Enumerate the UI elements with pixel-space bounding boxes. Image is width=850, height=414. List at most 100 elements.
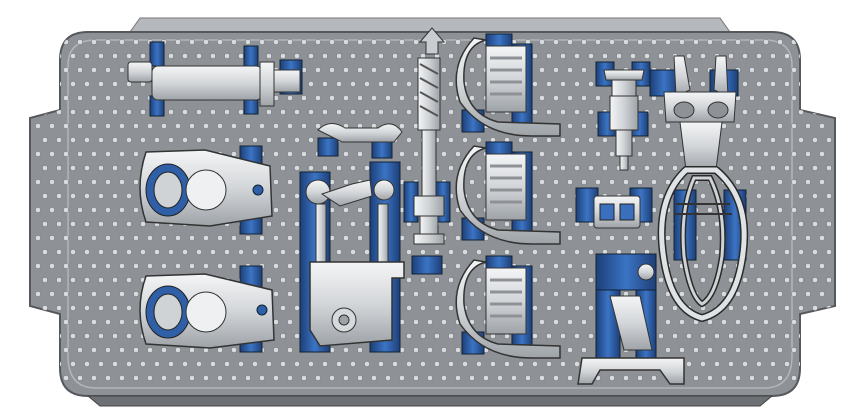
perforation-hole xyxy=(266,249,272,255)
perforation-hole xyxy=(252,361,258,367)
perforation-hole xyxy=(357,235,363,241)
perforation-hole xyxy=(133,375,139,381)
perforation-hole xyxy=(805,235,811,241)
perforation-hole xyxy=(105,291,111,297)
perforation-hole xyxy=(749,263,755,269)
perforation-hole xyxy=(49,235,55,241)
drill-bit-instrument xyxy=(403,27,451,275)
perforation-hole xyxy=(175,39,181,45)
perforation-hole xyxy=(532,277,538,283)
perforation-hole xyxy=(308,137,314,143)
perforation-hole xyxy=(35,347,41,353)
perforation-hole xyxy=(714,333,720,339)
perforation-hole xyxy=(294,249,300,255)
perforation-hole xyxy=(812,193,818,199)
perforation-hole xyxy=(826,277,832,283)
perforation-hole xyxy=(560,221,566,227)
perforation-hole xyxy=(742,53,748,59)
perforation-hole xyxy=(63,235,69,241)
perforation-hole xyxy=(112,165,118,171)
perforation-hole xyxy=(49,95,55,101)
perforation-hole xyxy=(707,375,713,381)
perforation-hole xyxy=(315,123,321,129)
perforation-hole xyxy=(700,221,706,227)
perforation-hole xyxy=(637,39,643,45)
perforation-hole xyxy=(273,235,279,241)
perforation-hole xyxy=(273,291,279,297)
perforation-hole xyxy=(448,81,454,87)
perforation-hole xyxy=(812,305,818,311)
perforation-hole xyxy=(770,277,776,283)
perforation-hole xyxy=(665,347,671,353)
perforation-hole xyxy=(154,249,160,255)
perforation-hole xyxy=(595,235,601,241)
perforation-hole xyxy=(777,263,783,269)
perforation-hole xyxy=(798,305,804,311)
perforation-hole xyxy=(350,221,356,227)
perforation-hole xyxy=(315,95,321,101)
perforation-hole xyxy=(455,375,461,381)
perforation-hole xyxy=(819,291,825,297)
perforation-hole xyxy=(658,137,664,143)
perforation-hole xyxy=(784,333,790,339)
perforation-hole xyxy=(406,53,412,59)
perforation-hole xyxy=(441,319,447,325)
perforation-hole xyxy=(560,193,566,199)
perforation-hole xyxy=(553,291,559,297)
perforation-hole xyxy=(231,263,237,269)
perforation-hole xyxy=(532,305,538,311)
perforation-hole xyxy=(217,235,223,241)
perforation-hole xyxy=(105,207,111,213)
perforation-hole xyxy=(343,151,349,157)
perforation-hole xyxy=(763,207,769,213)
perforation-hole xyxy=(784,109,790,115)
perforation-hole xyxy=(476,305,482,311)
perforation-hole xyxy=(595,95,601,101)
perforation-hole xyxy=(399,123,405,129)
perforation-hole xyxy=(441,347,447,353)
perforation-hole xyxy=(441,375,447,381)
perforation-hole xyxy=(140,109,146,115)
perforation-hole xyxy=(336,81,342,87)
perforation-hole xyxy=(455,151,461,157)
perforation-hole xyxy=(728,305,734,311)
perforation-hole xyxy=(168,109,174,115)
perforation-hole xyxy=(56,53,62,59)
perforation-hole xyxy=(441,291,447,297)
perforation-hole xyxy=(826,249,832,255)
perforation-hole xyxy=(35,179,41,185)
perforation-hole xyxy=(749,319,755,325)
perforation-hole xyxy=(700,249,706,255)
perforation-hole xyxy=(434,305,440,311)
perforation-hole xyxy=(665,179,671,185)
perforation-hole xyxy=(532,81,538,87)
perforation-hole xyxy=(819,123,825,129)
perforation-hole xyxy=(427,291,433,297)
perforation-hole xyxy=(714,249,720,255)
perforation-hole xyxy=(119,347,125,353)
perforation-hole xyxy=(49,179,55,185)
perforation-hole xyxy=(784,165,790,171)
perforation-hole xyxy=(770,193,776,199)
perforation-hole xyxy=(98,361,104,367)
perforation-hole xyxy=(49,291,55,297)
perforation-hole xyxy=(567,207,573,213)
perforation-hole xyxy=(581,123,587,129)
perforation-hole xyxy=(49,207,55,213)
perforation-hole xyxy=(742,137,748,143)
perforation-hole xyxy=(77,179,83,185)
clamp-block-lower xyxy=(139,265,275,353)
perforation-hole xyxy=(112,305,118,311)
perforation-hole xyxy=(588,249,594,255)
perforation-hole xyxy=(343,39,349,45)
perforation-hole xyxy=(749,39,755,45)
curved-blade xyxy=(455,255,561,359)
perforation-hole xyxy=(287,207,293,213)
perforation-hole xyxy=(539,67,545,73)
perforation-hole xyxy=(777,235,783,241)
perforation-hole xyxy=(742,361,748,367)
perforation-hole xyxy=(329,39,335,45)
perforation-hole xyxy=(742,109,748,115)
perforation-hole xyxy=(336,361,342,367)
